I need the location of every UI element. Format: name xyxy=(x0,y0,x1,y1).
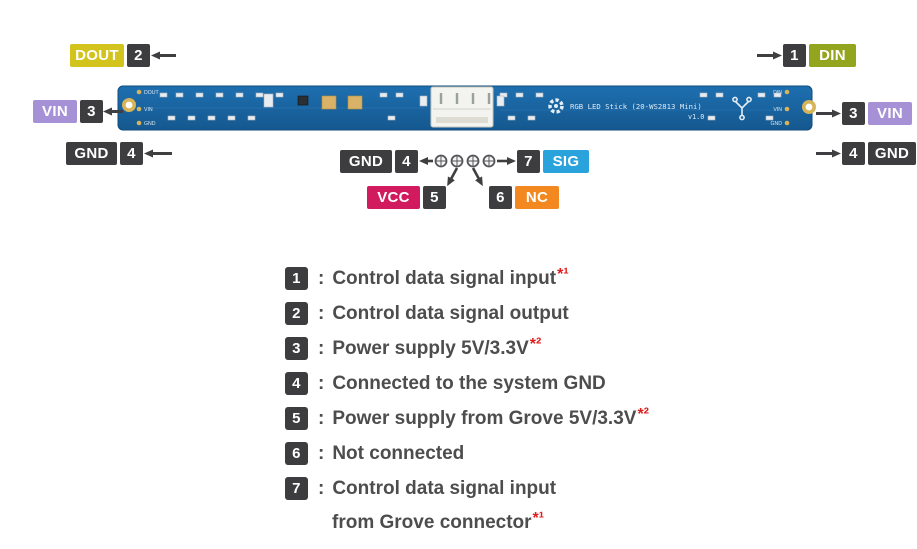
vin-left-label-badge: VIN xyxy=(33,100,77,123)
legend-text-7: Control data signal input xyxy=(332,477,557,499)
grove-gnd-number-badge: 4 xyxy=(395,150,418,173)
legend-separator: : xyxy=(318,407,325,429)
legend-row-4: 4 : Connected to the system GND xyxy=(285,372,607,395)
pad-label-gnd-right: GND xyxy=(770,121,782,127)
gnd-left-number-badge: 4 xyxy=(120,142,143,165)
dout-label-badge: DOUT xyxy=(70,44,124,67)
dout-number-badge: 2 xyxy=(127,44,150,67)
legend-text-2: Control data signal output xyxy=(332,302,569,324)
mounting-hole-right xyxy=(802,100,816,114)
grove-vcc-number-badge: 5 xyxy=(423,186,446,209)
seeed-logo-icon xyxy=(732,96,752,121)
mounting-hole-left xyxy=(122,98,136,112)
legend-note-5: *² xyxy=(637,405,649,423)
legend-text-5: Power supply from Grove 5V/3.3V xyxy=(332,407,637,429)
grove-connector xyxy=(430,86,494,128)
din-label-badge: DIN xyxy=(809,44,856,67)
gnd-left-label-badge: GND xyxy=(66,142,117,165)
legend-num-1: 1 xyxy=(285,267,308,290)
pin-callout-arrows xyxy=(103,51,841,158)
legend-separator: : xyxy=(318,302,325,324)
gnd-right-number-badge: 4 xyxy=(842,142,865,165)
pin-legend: 1 : Control data signal input *¹ 2 : Con… xyxy=(285,265,885,547)
legend-text-1: Control data signal input xyxy=(332,267,557,289)
legend-separator: : xyxy=(318,442,325,464)
grove-vcc-label-badge: VCC xyxy=(367,186,420,209)
legend-row-7: 7 : Control data signal input xyxy=(285,477,557,500)
silkscreen-title: RGB LED Stick (20-WS2813 Mini) xyxy=(570,102,702,111)
vin-right-label-badge: VIN xyxy=(868,102,912,125)
legend-num-5: 5 xyxy=(285,407,308,430)
legend-separator: : xyxy=(318,372,325,394)
pad-label-gnd-left: GND xyxy=(144,121,156,127)
legend-row-3: 3 : Power supply 5V/3.3V *² xyxy=(285,335,542,360)
legend-separator: : xyxy=(318,477,325,499)
legend-note-3: *² xyxy=(529,335,542,353)
legend-row-1: 1 : Control data signal input *¹ xyxy=(285,265,569,290)
legend-note-7b: *¹ xyxy=(532,509,545,527)
vin-left-number-badge: 3 xyxy=(80,100,103,123)
legend-text-6: Not connected xyxy=(332,442,465,464)
legend-text-4: Connected to the system GND xyxy=(332,372,606,394)
legend-row-2: 2 : Control data signal output xyxy=(285,302,570,325)
legend-num-7: 7 xyxy=(285,477,308,500)
gnd-right-label-badge: GND xyxy=(868,142,916,165)
legend-num-4: 4 xyxy=(285,372,308,395)
grove-nc-label-badge: NC xyxy=(515,186,559,209)
legend-row-7-continued: from Grove connector *¹ xyxy=(285,509,545,534)
smd-components xyxy=(159,92,782,121)
grove-nc-number-badge: 6 xyxy=(489,186,512,209)
left-pads: DOUT VIN GND xyxy=(136,89,160,127)
grove-pins xyxy=(434,154,496,168)
legend-num-3: 3 xyxy=(285,337,308,360)
legend-text-7b: from Grove connector xyxy=(332,511,532,533)
grove-nc-arrow xyxy=(471,167,483,187)
legend-separator: : xyxy=(318,267,325,289)
legend-num-2: 2 xyxy=(285,302,308,325)
grove-sig-label-badge: SIG xyxy=(543,150,589,173)
legend-note-1: *¹ xyxy=(557,265,569,283)
silkscreen-version: v1.0 xyxy=(688,113,704,121)
legend-text-3: Power supply 5V/3.3V xyxy=(332,337,529,359)
legend-separator: : xyxy=(318,337,325,359)
grove-pin-callout xyxy=(419,154,516,187)
vin-right-number-badge: 3 xyxy=(842,102,865,125)
legend-row-5: 5 : Power supply from Grove 5V/3.3V *² xyxy=(285,405,649,430)
pcb-board: DOUT VIN GND DIN VIN GND xyxy=(117,85,816,131)
pad-label-dout: DOUT xyxy=(144,90,160,96)
gear-icon xyxy=(548,98,564,114)
pad-label-vin-left: VIN xyxy=(144,107,153,113)
grove-vcc-arrow xyxy=(447,167,459,187)
pad-label-vin-right: VIN xyxy=(773,107,782,113)
legend-num-6: 6 xyxy=(285,442,308,465)
grove-gnd-label-badge: GND xyxy=(340,150,392,173)
grove-sig-number-badge: 7 xyxy=(517,150,540,173)
legend-row-6: 6 : Not connected xyxy=(285,442,465,465)
din-number-badge: 1 xyxy=(783,44,806,67)
